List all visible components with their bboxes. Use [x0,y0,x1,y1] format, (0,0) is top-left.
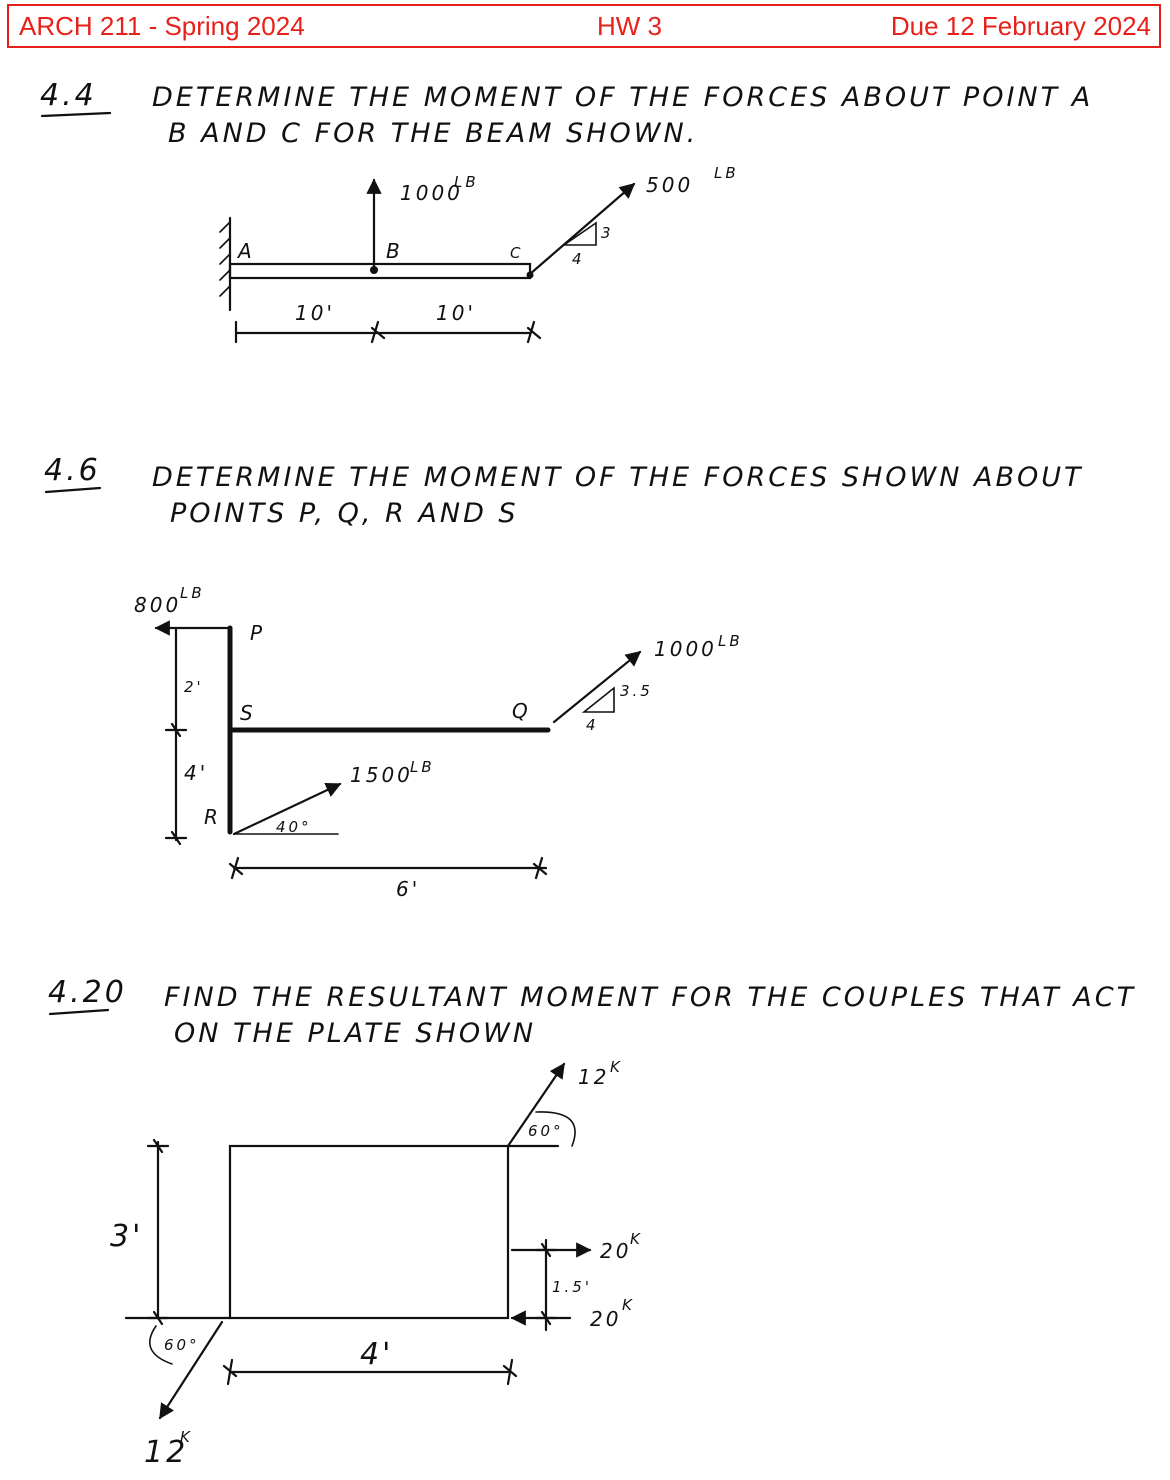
force-arrow-1000 [552,650,642,724]
dimension-horizontal: 6' [396,877,420,901]
plate [228,1144,510,1320]
couple-dimension-ticks [534,1242,558,1326]
wall-hatching [219,221,231,297]
horizontal-dimension-ticks [228,856,548,880]
vertical-dimension-ticks [164,722,188,846]
number-underline [48,1008,110,1016]
point-p-label: P [250,621,265,645]
dimension-width: 4' [360,1337,393,1372]
problem-statement-line2: B AND C FOR THE BEAM SHOWN. [168,118,698,149]
due-date: Due 12 February 2024 [890,11,1151,41]
force-right-top-value: 20 [600,1239,631,1263]
force-right-bottom-unit: K [622,1296,635,1314]
dimension-bc: 10' [436,301,476,325]
force-arrow-1500 [232,782,342,836]
angle-bottom-label: 60° [164,1336,200,1354]
force-c-value: 500 [646,173,693,197]
force-right-top-unit: K [630,1230,643,1248]
force-top-unit: K [610,1058,623,1076]
problem-statement-line1: DETERMINE THE MOMENT OF THE FORCES SHOWN… [152,462,1084,493]
force-c-unit: LB [714,164,739,182]
force-arrow-top-12k [506,1062,566,1148]
force-right-bottom-value: 20 [590,1307,621,1331]
problem-statement-line1: DETERMINE THE MOMENT OF THE FORCES ABOUT… [152,82,1093,113]
angle-label: 40° [276,818,312,836]
header-bar: ARCH 211 - Spring 2024 HW 3 Due 12 Febru… [7,4,1161,48]
force-top-value: 12 [578,1065,609,1089]
force-b-value: 1000 [400,181,463,205]
point-b-dot [370,266,378,274]
problem-statement-line1: FIND THE RESULTANT MOMENT FOR THE COUPLE… [164,982,1136,1013]
width-dimension-ticks [222,1358,518,1386]
force-arrow-bottom-12k [158,1320,224,1420]
problem-number: 4.20 [48,975,127,1010]
force-b-unit: LB [454,173,479,191]
problem-4-6: 4.6 DETERMINE THE MOMENT OF THE FORCES S… [44,453,1084,901]
frame-diagram: 800 LB 2' 4' P S Q R 1000 LB 3.5 4 1500 … [134,584,743,901]
couple-dimension-label: 1.5' [552,1278,592,1296]
force-q-unit: LB [718,632,743,650]
point-c-label: C [510,244,523,262]
slope-rise: 3 [601,224,614,242]
height-dimension-ticks [146,1138,170,1326]
problem-statement-line2: ON THE PLATE SHOWN [174,1018,536,1049]
dimension-top: 2' [184,678,204,696]
problem-4-20: 4.20 FIND THE RESULTANT MOMENT FOR THE C… [48,975,1136,1470]
force-p-unit: LB [180,584,205,602]
angle-arc-top [535,1111,576,1147]
point-s-label: S [240,701,256,725]
dimension-bottom: 4' [184,761,208,785]
problem-number: 4.4 [40,78,97,113]
point-b-label: B [386,239,403,263]
force-p-value: 800 [134,593,181,617]
slope-triangle [581,686,615,713]
slope-run: 4 [586,716,599,734]
force-r-value: 1500 [350,763,413,787]
number-underline [44,486,102,494]
problem-number: 4.6 [44,453,101,488]
course-title: ARCH 211 - Spring 2024 [19,11,305,41]
assignment-title: HW 3 [597,11,662,41]
dimension-ab: 10' [295,301,335,325]
number-underline [40,111,112,118]
dimension-height: 3' [110,1219,143,1254]
slope-rise: 3.5 [620,682,653,700]
angle-arc-bottom [149,1325,173,1365]
beam-diagram: 1000 LB 500 LB 3 4 A B C 10' 10' [219,164,739,344]
point-a-label: A [236,239,255,263]
problem-statement-line2: POINTS P, Q, R AND S [170,498,519,529]
angle-top-label: 60° [528,1122,564,1140]
point-r-label: R [204,805,221,829]
force-bottom-value: 12 [144,1435,188,1470]
beam [228,262,532,280]
slope-triangle [561,221,597,246]
force-bottom-unit: K [180,1428,193,1446]
slope-run: 4 [572,250,585,268]
force-r-unit: LB [410,758,435,776]
force-q-value: 1000 [654,637,717,661]
plate-diagram: 12 K 60° 20 K 20 K 1.5' 3' 60° 12 K [110,1058,643,1470]
dimension-ticks [234,320,542,344]
force-arrow-500 [528,182,636,276]
problem-4-4: 4.4 DETERMINE THE MOMENT OF THE FORCES A… [40,78,1093,344]
point-q-label: Q [512,699,531,723]
